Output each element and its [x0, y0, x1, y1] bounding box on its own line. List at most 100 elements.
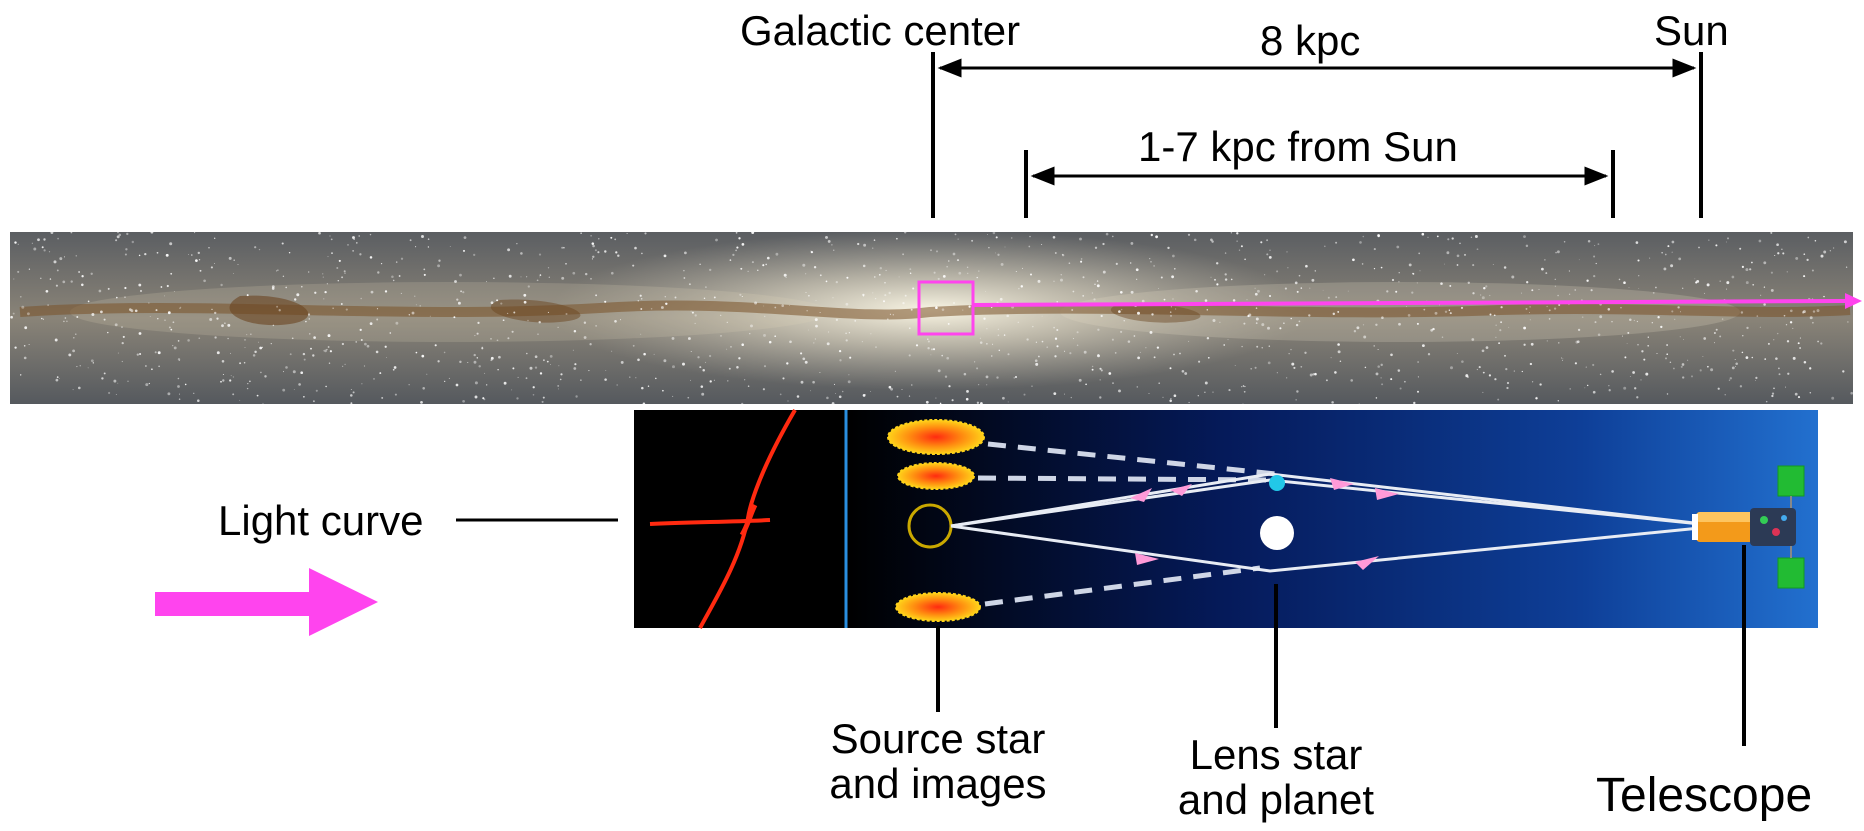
star-dot — [493, 277, 495, 280]
star-dot — [1038, 355, 1040, 358]
star-dot — [1339, 360, 1342, 363]
star-dot — [1246, 299, 1248, 301]
star-dot — [281, 242, 284, 245]
star-dot — [1076, 331, 1079, 334]
star-dot — [1666, 344, 1669, 346]
star-dot — [341, 276, 344, 279]
star-dot — [1708, 239, 1710, 241]
star-dot — [1608, 389, 1611, 392]
star-dot — [1296, 390, 1299, 393]
star-dot — [373, 378, 375, 380]
star-dot — [1111, 338, 1114, 341]
star-dot — [1795, 256, 1799, 260]
star-dot — [526, 276, 528, 278]
star-dot — [1538, 288, 1540, 290]
star-dot — [1248, 313, 1252, 317]
star-dot — [187, 253, 190, 256]
star-dot — [355, 341, 358, 343]
star-dot — [155, 309, 158, 312]
star-dot — [1255, 322, 1258, 324]
star-dot — [639, 294, 642, 297]
star-dot — [54, 338, 58, 342]
star-dot — [1244, 258, 1246, 261]
star-dot — [1823, 295, 1825, 298]
star-dot — [1153, 356, 1156, 359]
star-dot — [1094, 283, 1096, 285]
star-dot — [986, 328, 988, 330]
star-dot — [1726, 288, 1728, 290]
star-dot — [604, 250, 607, 253]
star-dot — [434, 344, 437, 347]
star-dot — [1026, 338, 1029, 341]
star-dot — [965, 397, 969, 401]
star-dot — [1032, 325, 1034, 328]
star-dot — [565, 263, 567, 265]
star-dot — [909, 272, 912, 274]
star-dot — [497, 369, 499, 371]
star-dot — [946, 266, 948, 268]
star-dot — [90, 359, 94, 363]
star-dot — [220, 283, 223, 287]
star-dot — [1332, 312, 1336, 316]
star-dot — [427, 246, 430, 248]
star-dot — [122, 335, 125, 338]
star-dot — [327, 256, 329, 258]
star-dot — [953, 302, 955, 304]
star-dot — [1238, 249, 1241, 251]
star-dot — [655, 377, 657, 380]
star-dot — [79, 365, 81, 367]
star-dot — [76, 316, 79, 318]
star-dot — [1554, 285, 1557, 287]
star-dot — [806, 310, 808, 312]
star-dot — [910, 308, 913, 311]
star-dot — [414, 295, 416, 297]
star-dot — [541, 400, 544, 403]
star-dot — [1785, 324, 1788, 326]
star-dot — [167, 311, 171, 315]
star-dot — [376, 318, 379, 321]
star-dot — [408, 314, 410, 316]
star-dot — [308, 271, 310, 273]
star-dot — [1091, 292, 1094, 294]
star-dot — [1702, 356, 1704, 357]
star-dot — [170, 272, 173, 275]
star-dot — [1707, 365, 1709, 368]
star-dot — [626, 232, 628, 235]
star-dot — [156, 251, 159, 254]
star-dot — [258, 341, 260, 343]
star-dot — [839, 359, 842, 362]
star-dot — [912, 287, 915, 290]
star-dot — [1011, 237, 1013, 239]
star-dot — [1097, 328, 1100, 331]
star-dot — [165, 253, 169, 257]
star-dot — [312, 354, 315, 357]
star-dot — [179, 307, 181, 309]
star-dot — [507, 312, 509, 314]
star-dot — [394, 393, 397, 396]
star-dot — [1466, 375, 1469, 379]
star-dot — [1574, 362, 1577, 365]
star-dot — [520, 252, 523, 255]
star-dot — [741, 343, 744, 346]
star-dot — [1137, 311, 1140, 315]
star-dot — [1451, 237, 1454, 240]
star-dot — [1269, 249, 1271, 251]
star-dot — [1240, 245, 1243, 248]
star-dot — [1406, 306, 1408, 308]
star-dot — [1139, 351, 1141, 353]
star-dot — [453, 316, 456, 319]
star-dot — [1635, 241, 1639, 244]
star-dot — [1080, 258, 1083, 260]
star-dot — [1500, 306, 1503, 309]
star-dot — [1335, 296, 1338, 299]
star-dot — [1207, 356, 1210, 359]
star-dot — [23, 345, 26, 347]
star-dot — [595, 294, 598, 297]
star-dot — [490, 356, 494, 360]
star-dot — [1687, 359, 1689, 361]
star-dot — [1224, 252, 1227, 254]
star-dot — [640, 333, 642, 335]
star-dot — [409, 239, 412, 242]
star-dot — [720, 314, 722, 316]
star-dot — [324, 349, 327, 353]
